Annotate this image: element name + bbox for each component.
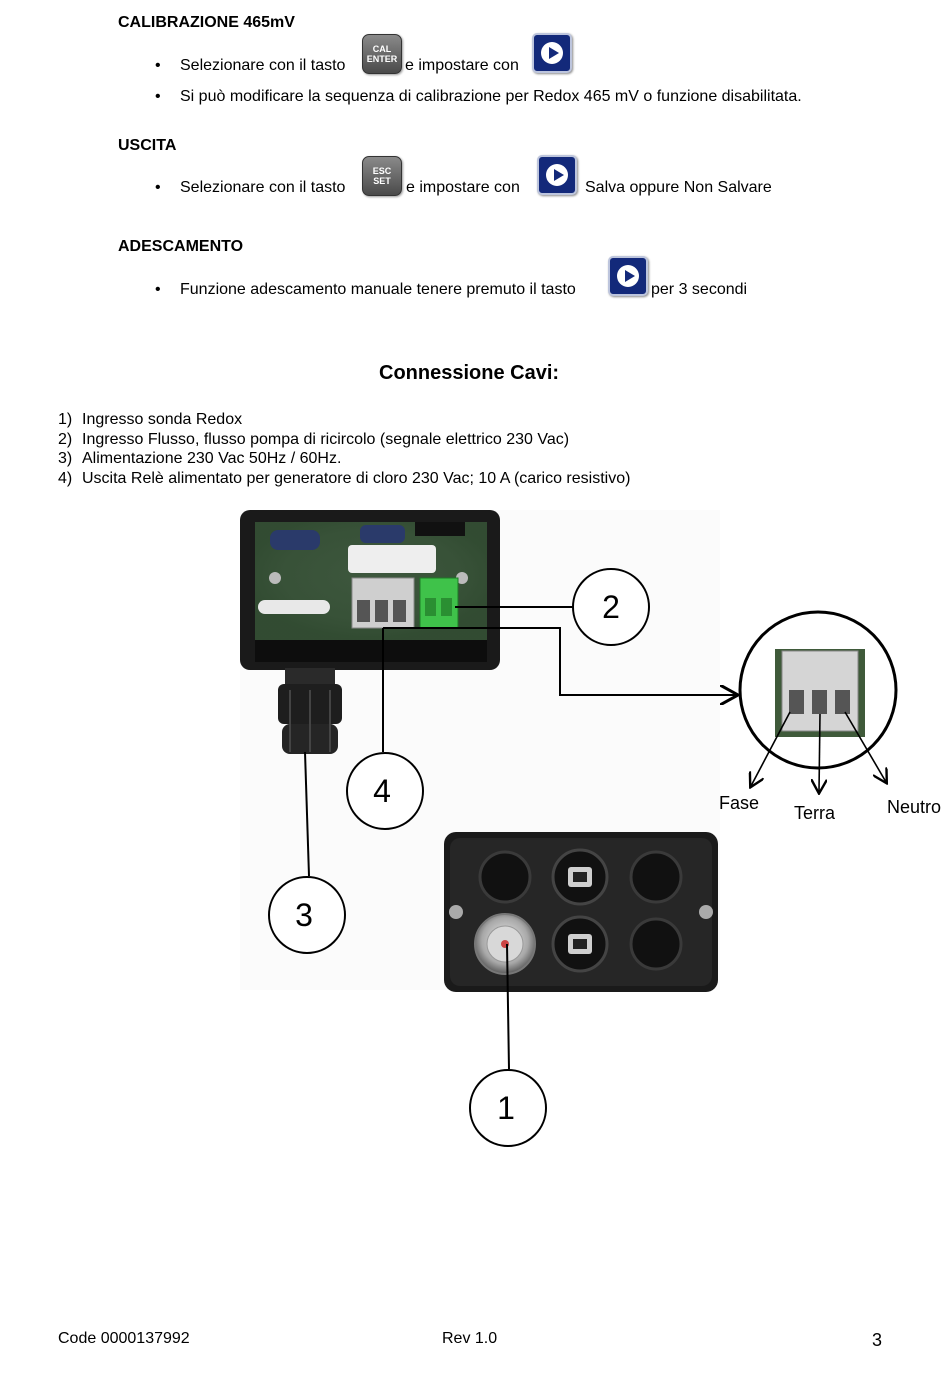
play-button-icon bbox=[537, 155, 577, 195]
key-label-enter: ENTER bbox=[366, 54, 398, 64]
cal-enter-key-icon: CAL ENTER bbox=[362, 34, 402, 74]
callout-label-1: 1 bbox=[497, 1090, 515, 1126]
bullet-dot: • bbox=[155, 57, 161, 74]
callout-label-2: 2 bbox=[602, 589, 620, 625]
list-item-number: 1) bbox=[58, 411, 73, 428]
cable-gland bbox=[278, 668, 342, 754]
play-button-icon bbox=[532, 33, 572, 73]
terminal-label-fase: Fase bbox=[719, 793, 759, 813]
callout-3 bbox=[268, 876, 346, 954]
play-button-icon bbox=[608, 256, 648, 296]
calibrazione-bullet1-text-b: e impostare con bbox=[405, 57, 519, 74]
terminal-label-terra: Terra bbox=[794, 803, 836, 823]
heading-adescamento: ADESCAMENTO bbox=[118, 238, 244, 255]
grey-terminal-block bbox=[351, 577, 415, 629]
callout-label-3: 3 bbox=[295, 897, 313, 933]
bottom-connector-panel bbox=[444, 832, 718, 992]
list-item-text: Ingresso Flusso, flusso pompa di ricirco… bbox=[82, 431, 570, 448]
callout-4 bbox=[346, 752, 424, 830]
list-item-number: 4) bbox=[58, 470, 73, 487]
key-label-set: SET bbox=[373, 176, 391, 186]
heading-uscita: USCITA bbox=[118, 137, 177, 154]
list-item-text: Uscita Relè alimentato per generatore di… bbox=[82, 470, 631, 487]
green-terminal-block bbox=[419, 577, 459, 629]
bullet-dot: • bbox=[155, 88, 161, 105]
adescamento-bullet1-text-b: per 3 secondi bbox=[651, 281, 748, 298]
calibrazione-bullet2-text: Si può modificare la sequenza di calibra… bbox=[180, 88, 802, 105]
wiring-diagram: 2 4 3 1 Fase Terra Neutro bbox=[240, 510, 941, 1147]
bullet-dot: • bbox=[155, 179, 161, 196]
list-item-number: 3) bbox=[58, 450, 73, 467]
key-label-esc: ESC bbox=[372, 166, 392, 176]
calibrazione-bullet1-text-a: Selezionare con il tasto bbox=[180, 57, 346, 74]
list-item-text: Alimentazione 230 Vac 50Hz / 60Hz. bbox=[82, 450, 342, 467]
uscita-bullet1-text-a: Selezionare con il tasto bbox=[180, 179, 346, 196]
adescamento-bullet1-text-a: Funzione adescamento manuale tenere prem… bbox=[180, 281, 576, 298]
callout-label-4: 4 bbox=[373, 773, 391, 809]
connessione-title: Connessione Cavi: bbox=[379, 362, 560, 384]
list-item-text: Ingresso sonda Redox bbox=[82, 411, 243, 428]
callout-2 bbox=[572, 568, 650, 646]
key-label-cal: CAL bbox=[372, 44, 392, 54]
terminal-label-neutro: Neutro bbox=[887, 797, 941, 817]
heading-calibrazione: CALIBRAZIONE 465mV bbox=[118, 14, 295, 31]
list-item-number: 2) bbox=[58, 431, 73, 448]
footer-rev: Rev 1.0 bbox=[442, 1330, 498, 1347]
callout-1 bbox=[469, 1069, 547, 1147]
terminal-arrows bbox=[751, 711, 886, 792]
footer-code: Code 0000137992 bbox=[58, 1330, 190, 1347]
uscita-bullet1-text-c: Salva oppure Non Salvare bbox=[585, 179, 772, 196]
page-number: 3 bbox=[872, 1330, 883, 1350]
uscita-bullet1-text-b: e impostare con bbox=[406, 179, 520, 196]
bullet-dot: • bbox=[155, 281, 161, 298]
esc-set-key-icon: ESC SET bbox=[362, 156, 402, 196]
terminal-zoom-circle bbox=[738, 610, 898, 770]
leader-lines bbox=[304, 606, 736, 1070]
